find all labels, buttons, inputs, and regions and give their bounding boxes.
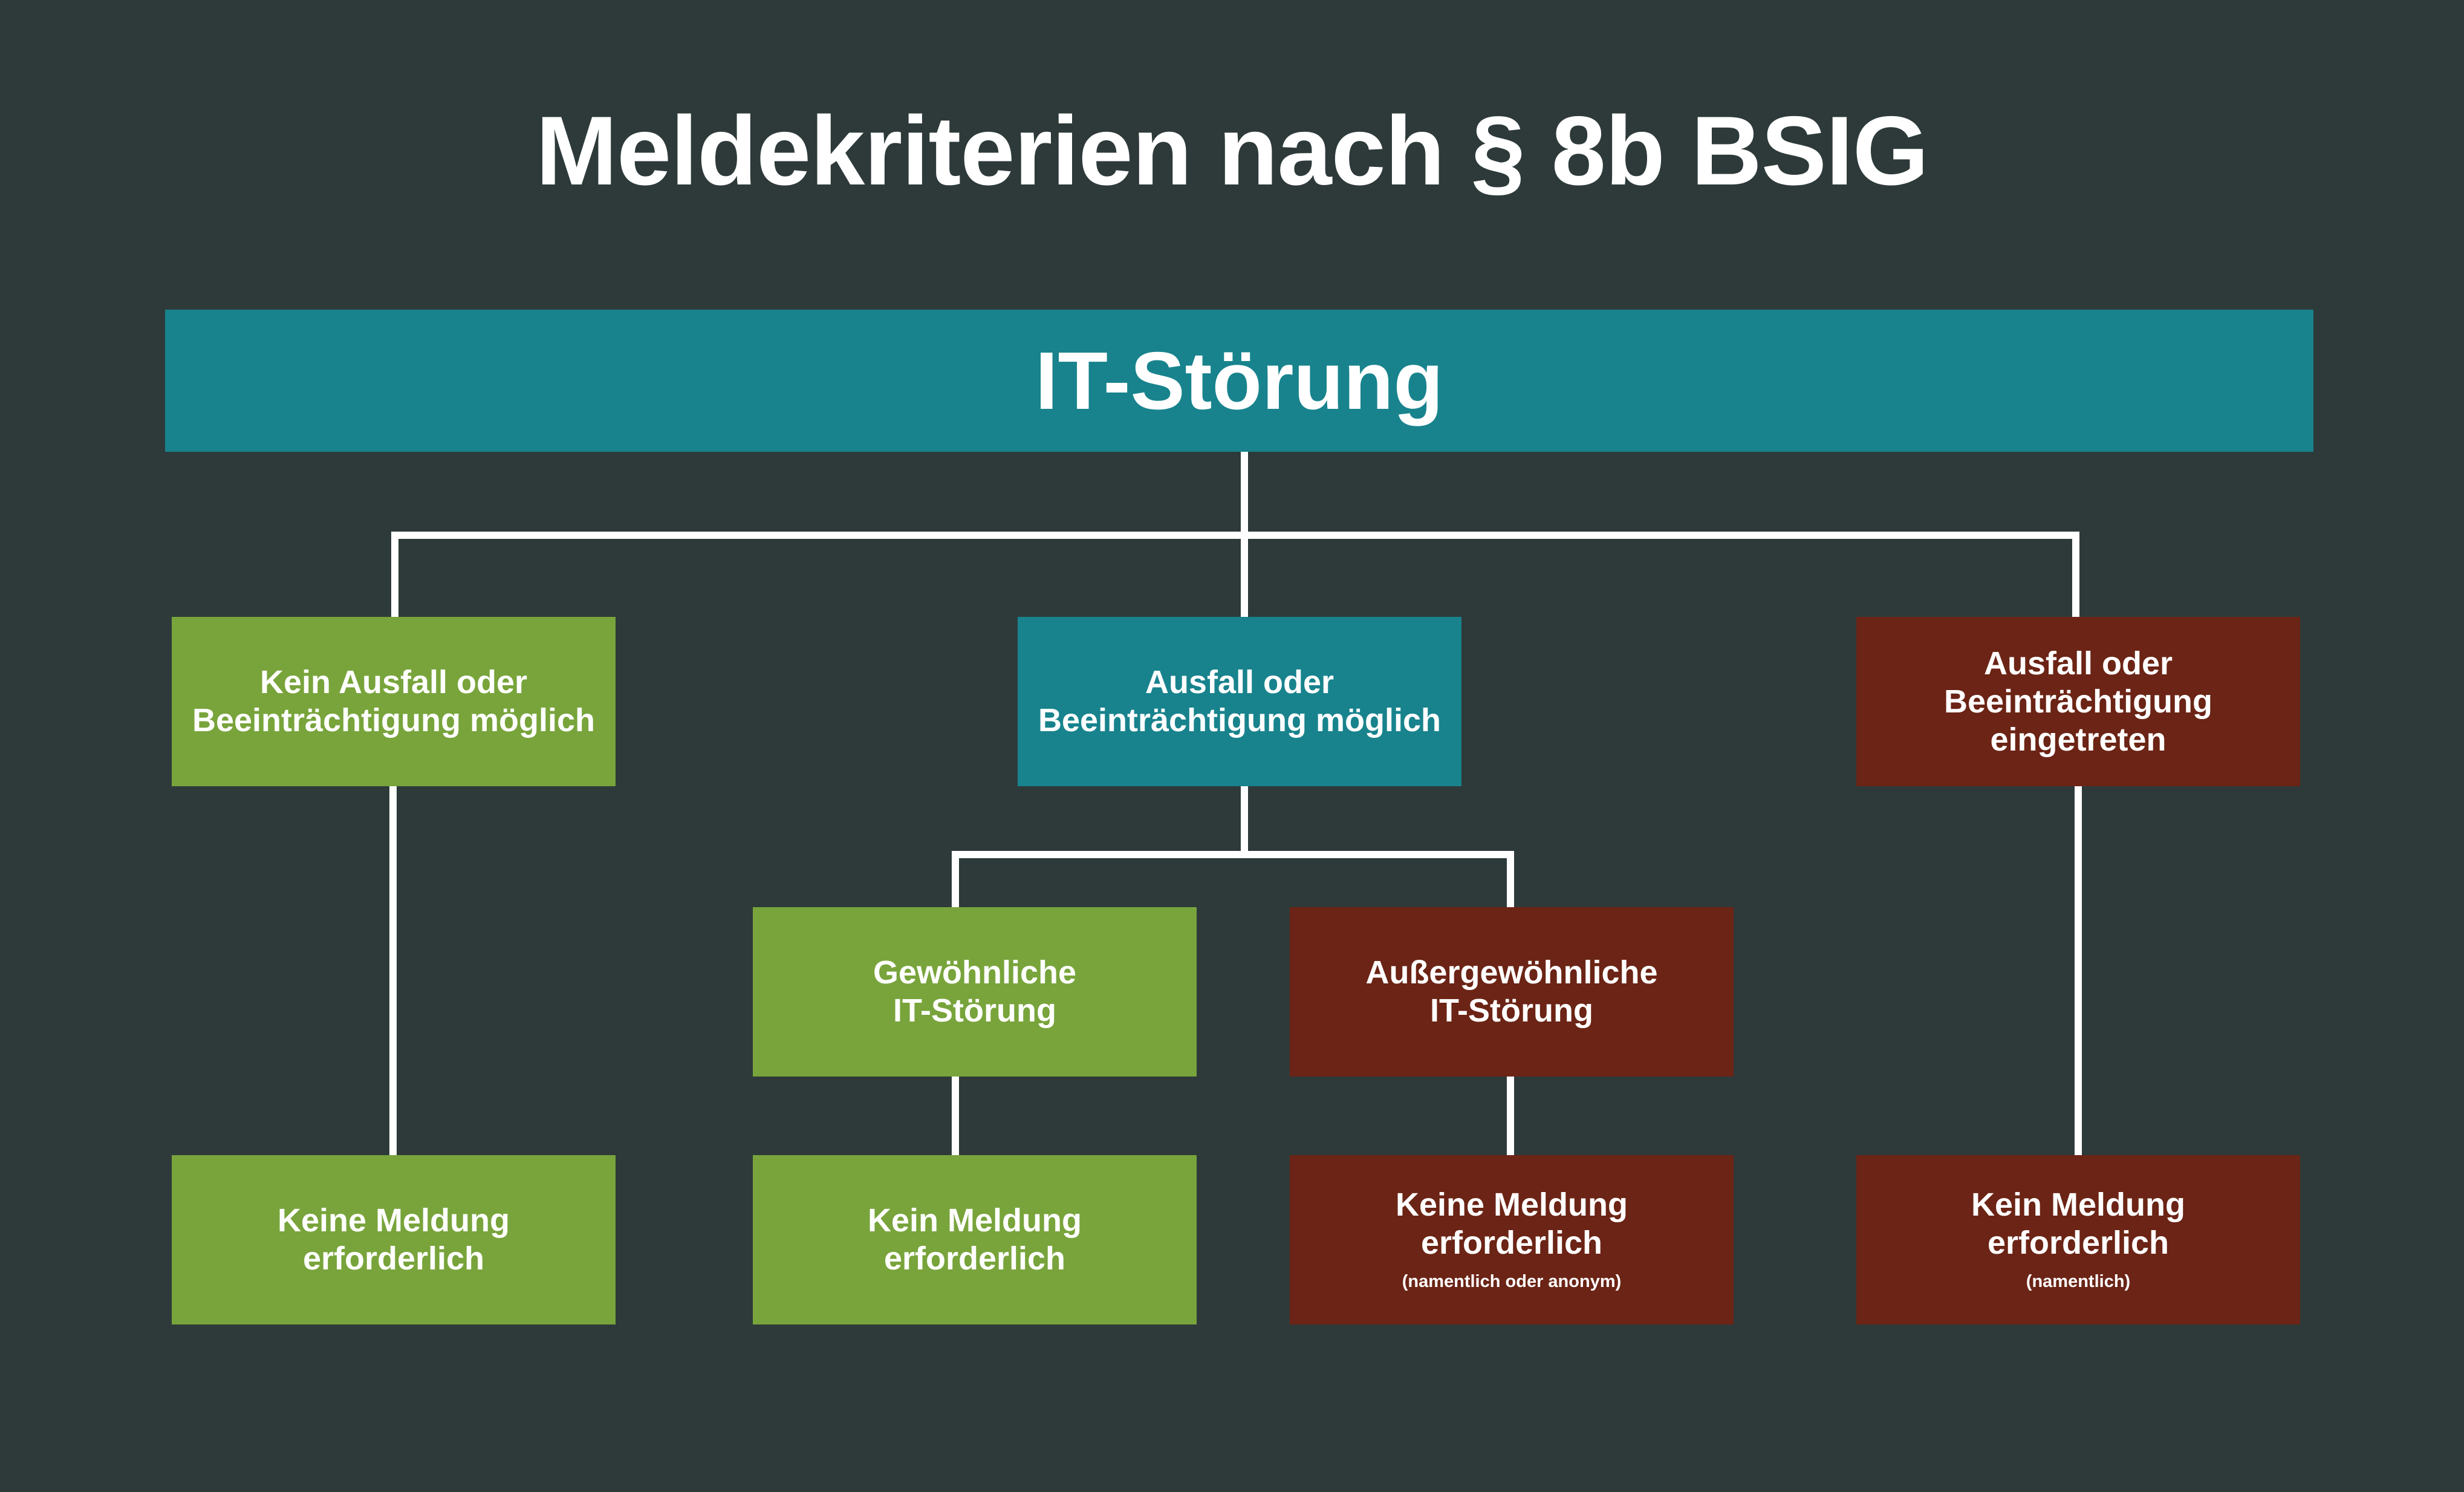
result-node-2: Kein Meldung erforderlich — [753, 1155, 1197, 1324]
node-label: Außergewöhnliche IT-Störung — [1365, 954, 1658, 1029]
node-label: Ausfall oder Beeinträchtigung eingetrete… — [1943, 645, 2213, 758]
result-node-3: Keine Meldung erforderlich (namentlich o… — [1290, 1155, 1734, 1324]
node-ausfall-moeglich: Ausfall oder Beeinträchtigung möglich — [1018, 617, 1461, 786]
result-note: (namentlich) — [2026, 1272, 2131, 1291]
node-label: Ausfall oder Beeinträchtigung möglich — [1038, 664, 1442, 738]
result-node-4: Kein Meldung erforderlich (namentlich) — [1856, 1155, 2300, 1324]
result-label: Keine Meldung erforderlich — [277, 1202, 510, 1277]
root-node-it-stoerung: IT-Störung — [165, 310, 2313, 452]
page-title: Meldekriterien nach § 8b BSIG — [536, 96, 1929, 206]
result-label: Kein Meldung erforderlich — [1971, 1187, 2185, 1261]
node-kein-ausfall: Kein Ausfall oder Beeinträchtigung mögli… — [172, 617, 616, 786]
node-label: Gewöhnliche IT-Störung — [873, 954, 1077, 1029]
root-node-label: IT-Störung — [1035, 335, 1443, 426]
node-aussergewoehnliche-it-stoerung: Außergewöhnliche IT-Störung — [1290, 907, 1734, 1077]
result-node-1: Keine Meldung erforderlich — [172, 1155, 616, 1324]
node-gewoehnliche-it-stoerung: Gewöhnliche IT-Störung — [753, 907, 1197, 1077]
node-label: Kein Ausfall oder Beeinträchtigung mögli… — [192, 664, 596, 738]
result-label: Keine Meldung erforderlich — [1395, 1187, 1628, 1261]
result-label: Kein Meldung erforderlich — [868, 1202, 1082, 1277]
node-ausfall-eingetreten: Ausfall oder Beeinträchtigung eingetrete… — [1856, 617, 2300, 786]
result-note: (namentlich oder anonym) — [1402, 1272, 1622, 1291]
